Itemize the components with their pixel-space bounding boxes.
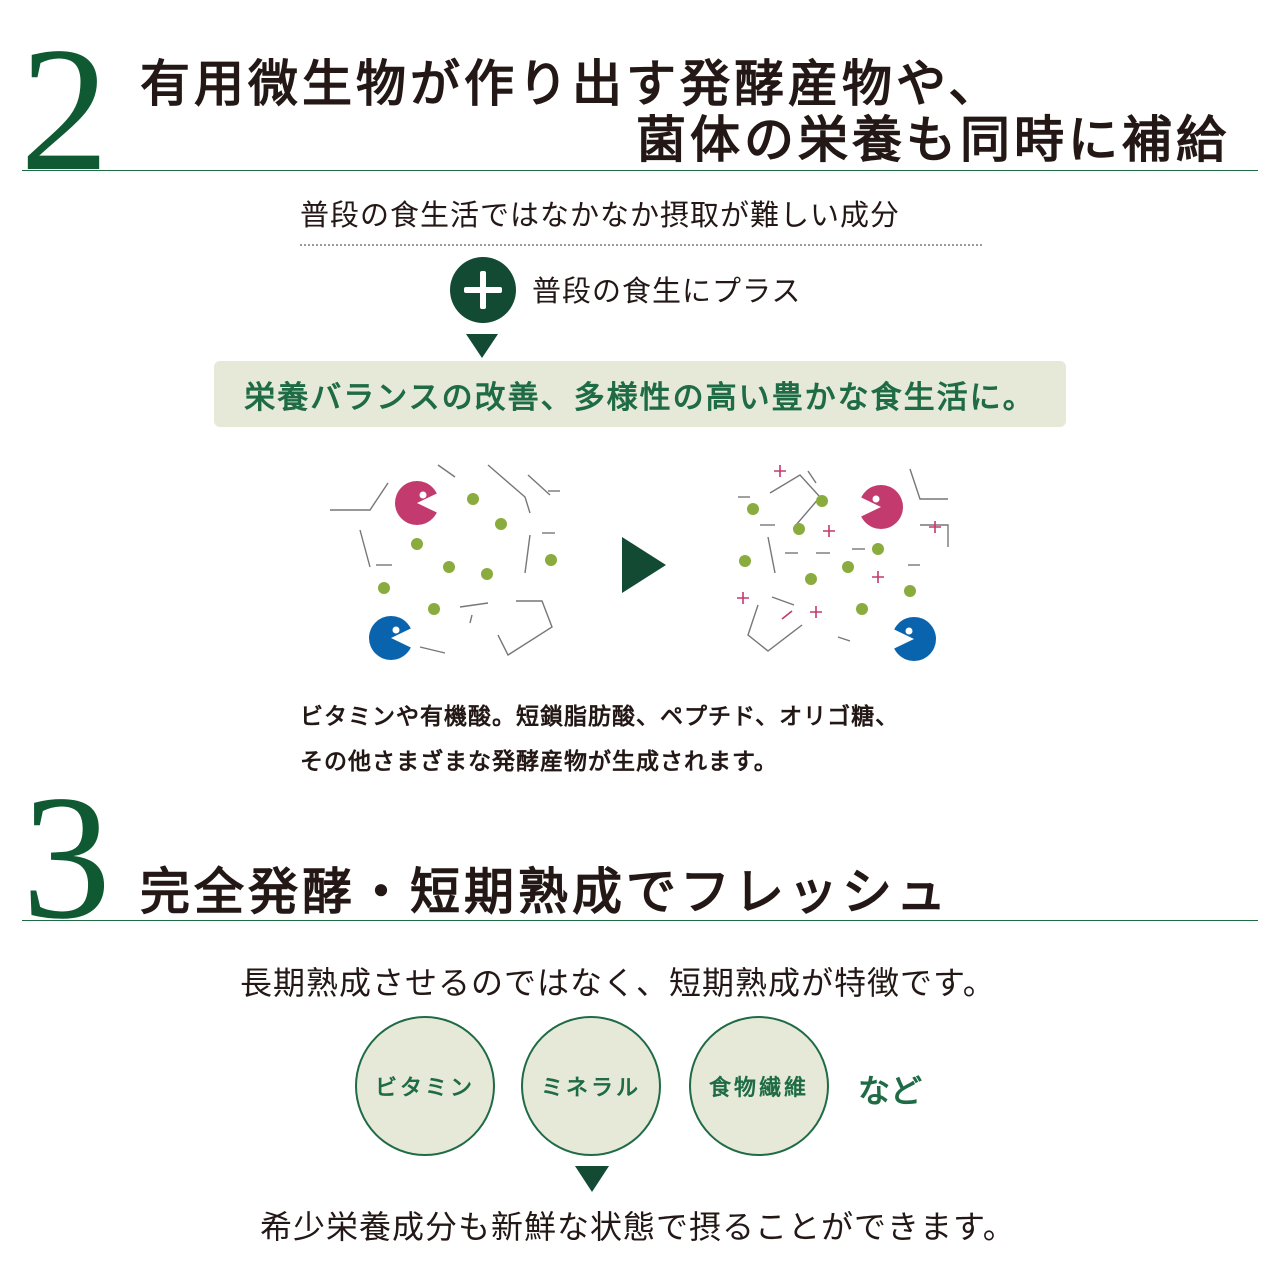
nutrient-circle-fiber: 食物繊維 [689, 1016, 829, 1156]
fiber-lines-left [330, 464, 560, 657]
section3-divider [22, 920, 1258, 921]
section2-number: 2 [20, 10, 109, 208]
microbe-pink-icon [856, 485, 903, 529]
nutrient-circle-vitamin: ビタミン [355, 1016, 495, 1156]
nutrient-circle-label: ミネラル [540, 1076, 641, 1101]
section2-divider [22, 170, 1258, 171]
nutrient-circle-label: ビタミン [374, 1076, 475, 1101]
section3-number: 3 [22, 758, 111, 956]
section2-title-line2: 菌体の栄養も同時に補給 [636, 111, 1230, 169]
etc-label: など [858, 1072, 923, 1110]
section3-footer: 希少栄養成分も新鮮な状態で摂ることができます。 [260, 1208, 1016, 1246]
nutrient-dots-left [378, 493, 557, 615]
microbe-blue-icon [369, 616, 416, 660]
section3-title: 完全発酵・短期熟成でフレッシュ [140, 863, 950, 921]
plus-icon [450, 257, 516, 323]
banner-text: 栄養バランスの改善、多様性の高い豊かな食生活に。 [244, 379, 1036, 416]
plus-label: 普段の食生にプラス [532, 274, 802, 308]
arrow-down-icon [466, 334, 498, 358]
nutrition-banner: 栄養バランスの改善、多様性の高い豊かな食生活に。 [214, 361, 1066, 427]
fermentation-illustration [330, 464, 949, 661]
section2-description-line1: ビタミンや有機酸。短鎖脂肪酸、ペプチド、オリゴ糖、 [300, 704, 900, 730]
fiber-lines-right [738, 468, 949, 652]
section2-description-line2: その他さまざまな発酵産物が生成されます。 [300, 749, 778, 775]
nutrient-dots-right [739, 495, 916, 615]
section2-subtitle: 普段の食生活ではなかなか摂取が難しい成分 [300, 198, 901, 232]
nutrient-circle-mineral: ミネラル [521, 1016, 661, 1156]
nutrient-circle-label: 食物繊維 [708, 1076, 809, 1101]
microbe-blue-icon [889, 617, 936, 661]
section2-title-line1: 有用微生物が作り出す発酵産物や、 [140, 55, 1003, 113]
arrow-right-icon [622, 537, 666, 593]
microbe-pink-icon [395, 481, 442, 525]
section3-subtitle: 長期熟成させるのではなく、短期熟成が特徴です。 [240, 964, 996, 1002]
dotted-divider [300, 244, 982, 246]
arrow-down-icon [575, 1166, 609, 1192]
plus-marks-right [737, 465, 941, 620]
